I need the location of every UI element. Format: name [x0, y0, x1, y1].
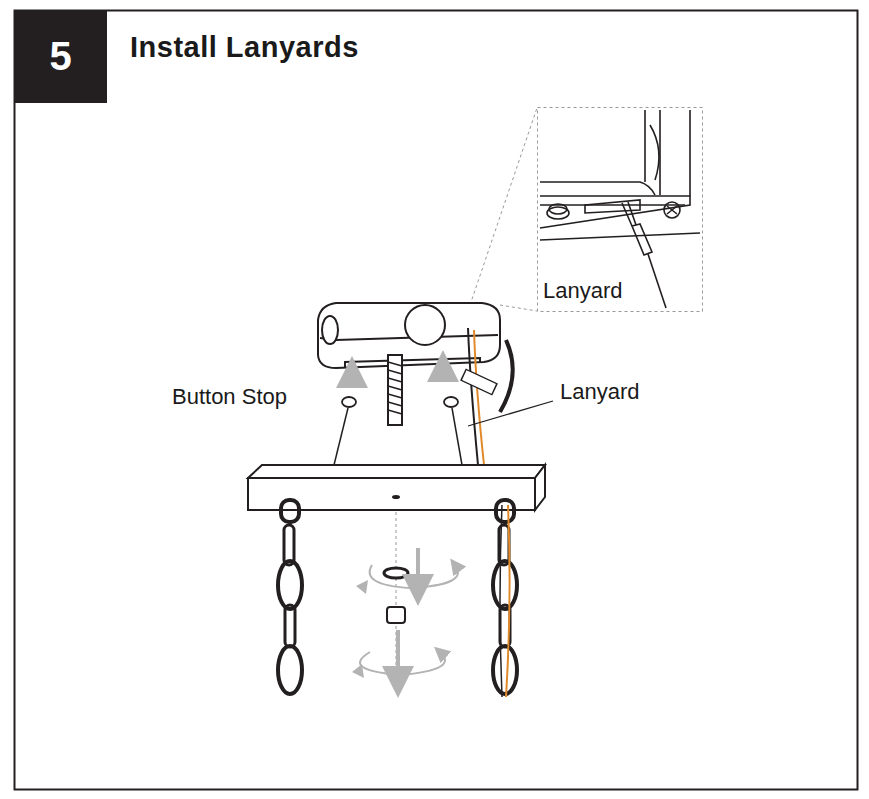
step-badge: 5 — [14, 10, 107, 103]
part-label: Lanyard — [541, 278, 625, 304]
part-label: Lanyard — [558, 379, 642, 405]
step-title: Install Lanyards — [130, 31, 359, 64]
part-label: Button Stop — [170, 384, 289, 410]
step-number: 5 — [49, 34, 71, 79]
